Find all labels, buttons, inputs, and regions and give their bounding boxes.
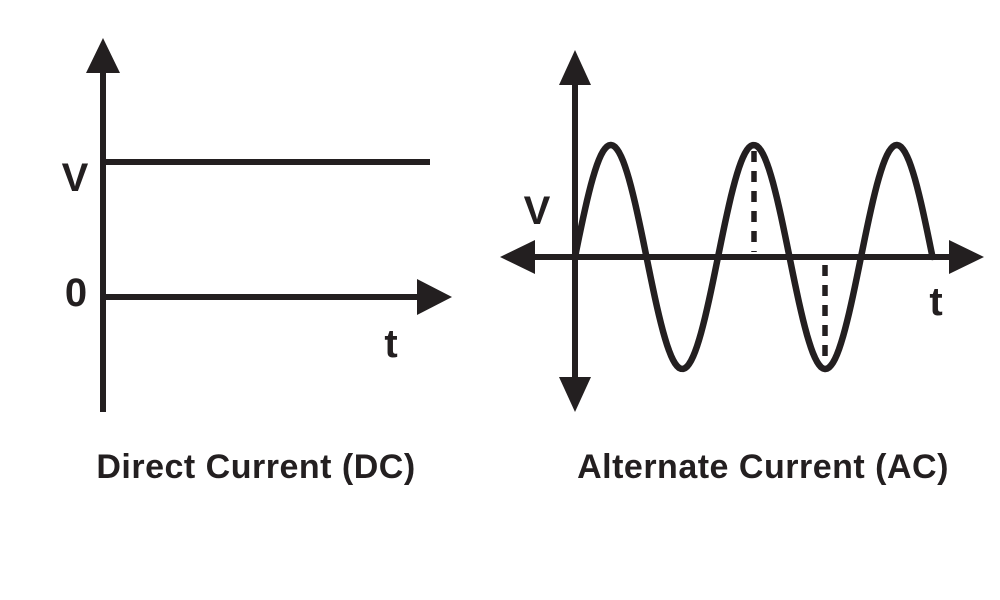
- ac-v-axis-arrow-down-icon: [559, 377, 591, 412]
- ac-caption: Alternate Current (AC): [577, 448, 949, 486]
- dc-caption: Direct Current (DC): [96, 448, 416, 486]
- dc-origin-label: 0: [65, 271, 87, 315]
- ac-figure: V t: [500, 50, 984, 412]
- dc-y-axis-label: V: [62, 156, 89, 200]
- dc-t-axis-arrow-right-icon: [417, 279, 452, 315]
- ac-t-axis-arrow-left-icon: [500, 240, 535, 274]
- dc-x-axis-label: t: [384, 322, 397, 366]
- ac-v-axis-arrow-up-icon: [559, 50, 591, 85]
- ac-y-axis-label: V: [524, 189, 551, 233]
- dc-v-axis-arrow-up-icon: [86, 38, 120, 73]
- ac-t-axis-arrow-right-icon: [949, 240, 984, 274]
- ac-sine-wave: [571, 141, 936, 373]
- dc-figure: V 0 t: [62, 38, 452, 412]
- ac-x-axis-label: t: [929, 280, 942, 324]
